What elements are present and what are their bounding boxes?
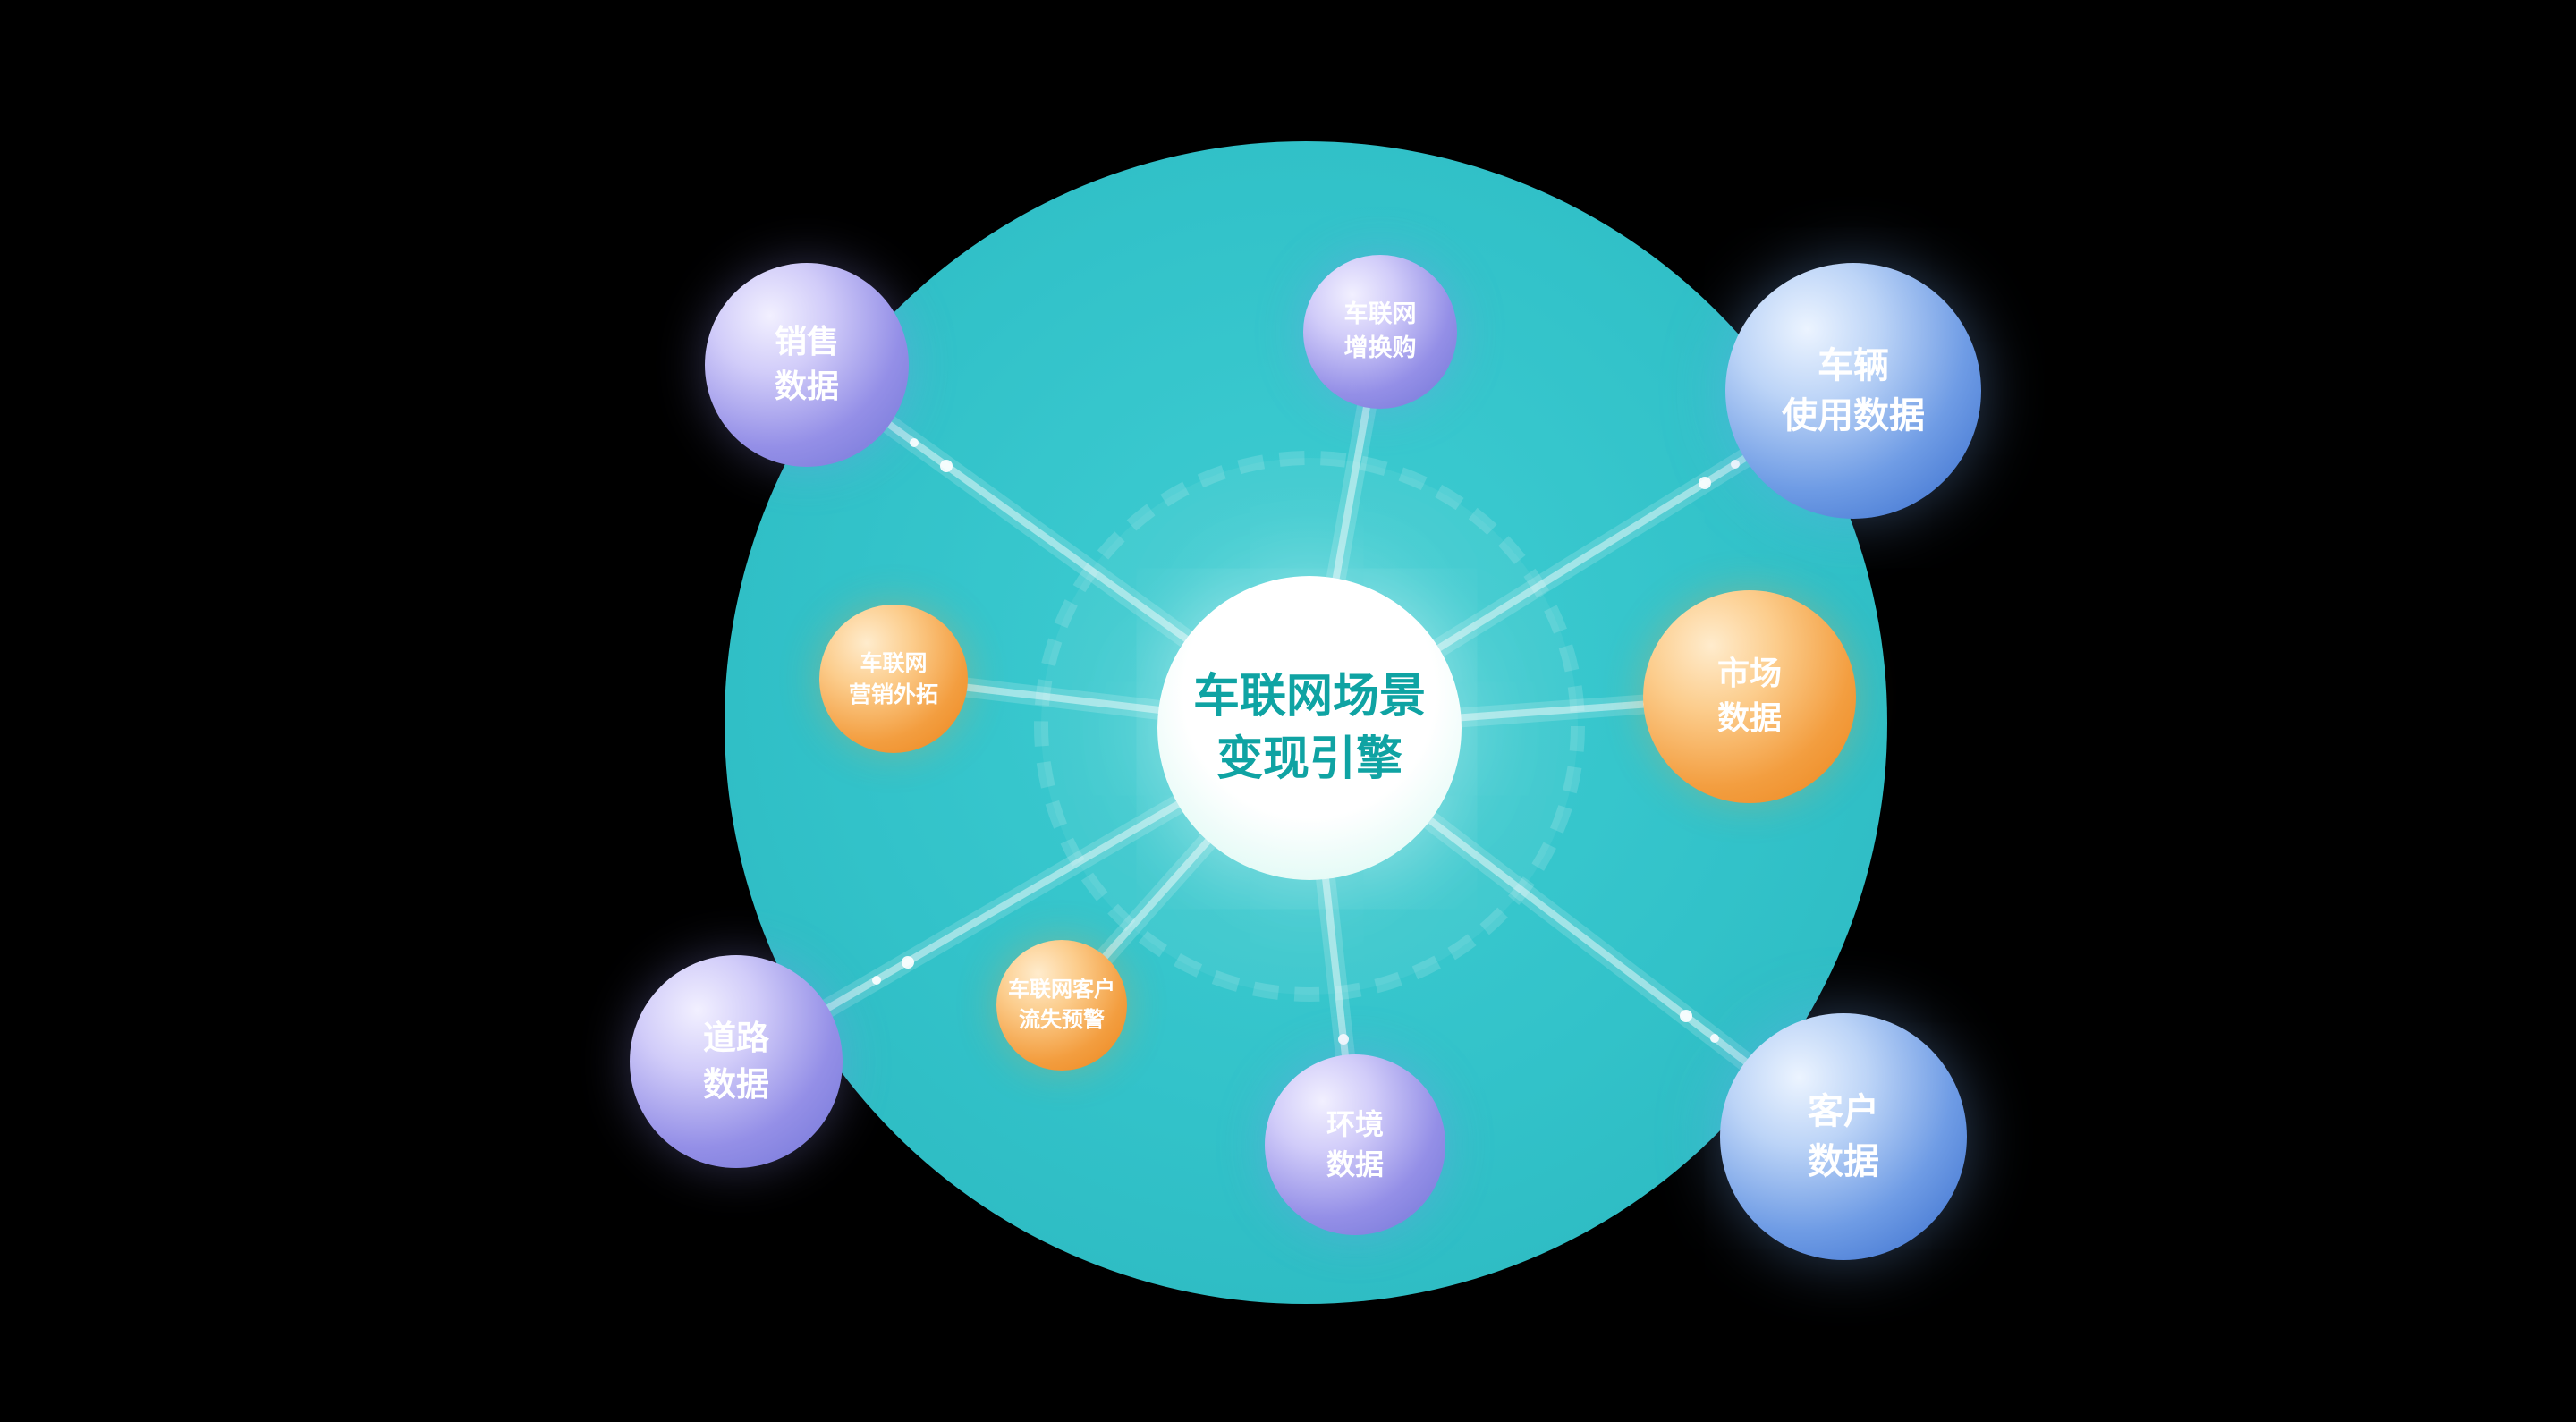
node-label-line2: 数据 [774,368,839,405]
node-label-line1: 客户 [1808,1091,1879,1132]
node-label-line1: 环境 [1326,1107,1384,1142]
connector-dot [902,956,914,969]
node-label: 车联网客户 流失预警 [1008,975,1115,1035]
node-vehicle-usage-data: 车辆 使用数据 [1725,263,1981,519]
node-label-line1: 车联网 [860,650,928,676]
node-label-line2: 数据 [1716,700,1782,737]
center-label-line1: 车联网场景 [1192,669,1426,724]
node-label: 客户 数据 [1808,1087,1879,1187]
node-label: 销售 数据 [775,320,839,411]
node-label-line1: 销售 [774,323,839,360]
node-iov-trade-up: 车联网 增换购 [1303,255,1457,409]
node-label-line1: 市场 [1716,655,1782,692]
node-customer-data: 客户 数据 [1720,1013,1967,1260]
node-market-data: 市场 数据 [1643,590,1856,803]
node-label: 市场 数据 [1717,652,1782,742]
node-label-line2: 数据 [703,1065,769,1104]
node-iov-marketing-expansion: 车联网 营销外拓 [819,605,968,753]
node-sales-data: 销售 数据 [705,263,909,467]
node-label: 车联网 增换购 [1344,298,1417,366]
connector-dot [1338,1034,1349,1045]
node-label: 车辆 使用数据 [1782,341,1925,441]
node-environment-data: 环境 数据 [1265,1054,1445,1235]
node-label: 环境 数据 [1326,1105,1384,1185]
node-road-data: 道路 数据 [630,955,843,1168]
node-iov-churn-warning: 车联网客户 流失预警 [996,940,1127,1071]
node-label-line2: 流失预警 [1019,1007,1105,1032]
center-label-line2: 变现引擎 [1216,732,1402,786]
node-label-line1: 道路 [703,1019,769,1058]
connector-dot [1731,460,1740,469]
node-label-line2: 使用数据 [1782,395,1925,436]
connector-dot [910,438,919,447]
node-label-line1: 车联网 [1343,300,1417,329]
connector-dot [1699,477,1711,489]
node-label-line2: 营销外拓 [848,681,938,707]
node-label-line1: 车辆 [1818,345,1889,386]
node-label-line2: 数据 [1808,1141,1879,1182]
node-label-line1: 车联网客户 [1008,977,1115,1003]
node-label-line2: 增换购 [1343,334,1417,362]
connector-dot [1710,1034,1719,1043]
node-label: 车联网 营销外拓 [849,648,938,710]
connector-dot [872,976,881,985]
node-label: 道路 数据 [703,1015,769,1108]
node-label-line2: 数据 [1326,1147,1384,1181]
center-engine-node: 车联网场景 变现引擎 [1157,576,1462,880]
center-engine-label: 车联网场景 变现引擎 [1193,665,1426,791]
connector-dot [940,460,953,472]
connector-dot [1680,1010,1692,1022]
